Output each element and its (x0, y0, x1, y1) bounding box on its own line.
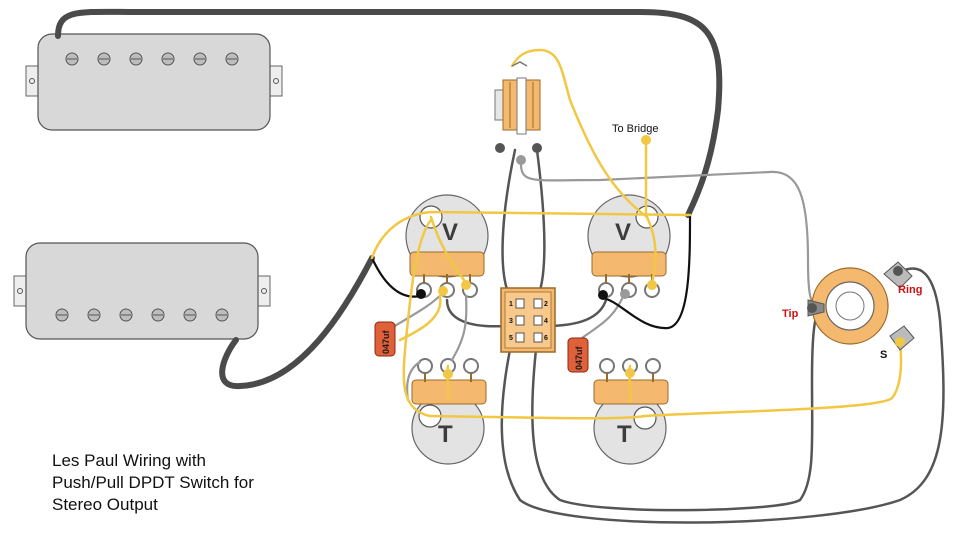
black-wires (370, 213, 692, 330)
jack-tip-label: Tip (782, 308, 799, 320)
neck-volume-pot[interactable]: V (405, 194, 489, 298)
switch-terminal-5: 5 (509, 335, 513, 342)
switch-terminal-3: 3 (509, 318, 513, 325)
neck-pickup (25, 33, 283, 131)
neck-tone-capacitor: 047uf (374, 321, 396, 357)
neck-tone-letter: T (438, 421, 453, 448)
neck-pickup-poles (65, 52, 239, 66)
bridge-tone-pot[interactable]: T (593, 358, 669, 465)
to-bridge-label: To Bridge (612, 123, 658, 135)
neck-pickup-cable (55, 8, 723, 218)
push-pull-switch-side[interactable] (494, 61, 542, 153)
caption-line-1: Les Paul Wiring with (52, 451, 207, 470)
caption-line-2: Push/Pull DPDT Switch for (52, 473, 254, 492)
bridge-capacitor-value: 047uf (574, 345, 584, 370)
solder-points (416, 135, 657, 379)
jack-sleeve-label: S (880, 349, 887, 361)
switch-terminal-4: 4 (544, 318, 548, 325)
jack-ring-label: Ring (898, 284, 922, 296)
bridge-volume-pot[interactable]: V (587, 194, 671, 298)
stereo-output-jack (807, 261, 915, 351)
switch-terminal-2: 2 (544, 301, 548, 308)
dpdt-switch-bottom[interactable]: 1 2 3 4 5 6 (500, 287, 556, 353)
bridge-tone-letter: T (617, 421, 632, 448)
neck-tone-pot[interactable]: T (411, 358, 487, 465)
bridge-pickup-poles (55, 308, 229, 322)
bridge-pickup-cable (219, 255, 375, 390)
switch-terminal-6: 6 (544, 335, 548, 342)
caption-line-3: Stereo Output (52, 495, 158, 514)
bridge-pickup (13, 242, 271, 340)
hot-wires (370, 48, 903, 420)
bridge-volume-letter: V (615, 219, 631, 246)
switch-terminal-1: 1 (509, 301, 513, 308)
neck-volume-letter: V (442, 219, 458, 246)
neck-capacitor-value: 047uf (381, 329, 391, 354)
diagram-caption: Les Paul Wiring with Push/Pull DPDT Swit… (52, 450, 332, 516)
bridge-tone-capacitor: 047uf (567, 337, 589, 373)
